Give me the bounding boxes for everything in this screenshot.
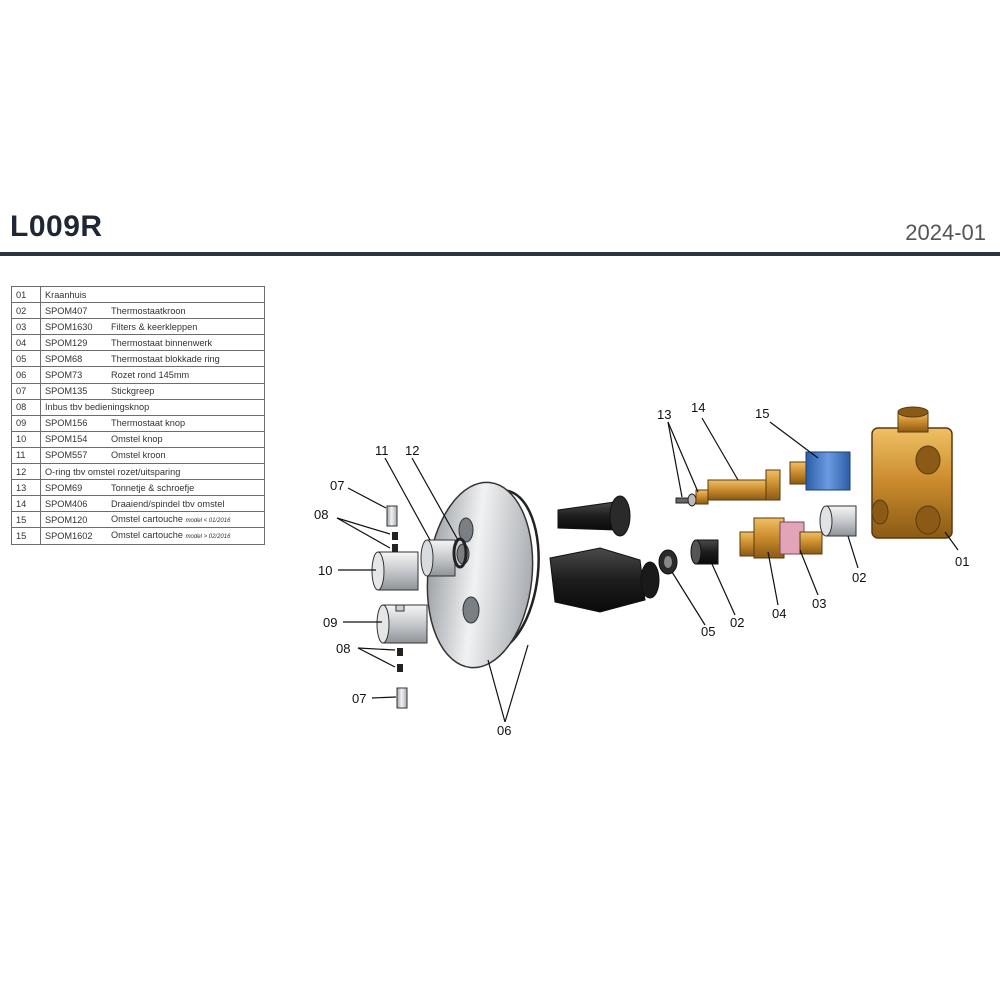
callout-15: 15 bbox=[755, 406, 769, 421]
valve-body bbox=[871, 406, 953, 539]
callout-03: 03 bbox=[812, 596, 826, 611]
callout-07-bottom: 07 bbox=[352, 691, 366, 706]
page-title: L009R bbox=[10, 210, 103, 243]
small-screw bbox=[675, 493, 697, 507]
part-description: Omstel kroon bbox=[111, 450, 166, 461]
hex-key-4 bbox=[397, 664, 403, 672]
part-model-note: model > 02/2016 bbox=[185, 533, 231, 540]
part-number: 15 bbox=[11, 527, 41, 545]
callout-04: 04 bbox=[772, 606, 786, 621]
callout-05: 05 bbox=[701, 624, 715, 639]
callout-labels: 07 08 10 11 12 09 08 07 06 13 14 15 05 0… bbox=[314, 400, 969, 738]
part-description: Rozet rond 145mm bbox=[111, 370, 190, 381]
diverter-cartridge bbox=[789, 451, 851, 491]
part-description: Stickgreep bbox=[111, 386, 155, 397]
part-model-note: model < 01/2016 bbox=[185, 517, 231, 524]
thermostat-crown bbox=[690, 539, 719, 565]
part-description: Thermostaat binnenwerk bbox=[111, 337, 213, 348]
callout-10: 10 bbox=[318, 563, 332, 578]
callout-14: 14 bbox=[691, 400, 705, 415]
header-rule bbox=[0, 252, 1000, 256]
part-description: Thermostaatkroon bbox=[111, 305, 186, 316]
diverter-knob bbox=[371, 551, 419, 591]
callout-08-bottom: 08 bbox=[336, 641, 350, 656]
black-sleeve bbox=[557, 495, 631, 537]
part-number: 13 bbox=[11, 479, 41, 497]
callout-02-left: 02 bbox=[730, 615, 744, 630]
thermostat-block bbox=[549, 547, 660, 613]
o-ring bbox=[452, 537, 468, 569]
part-description: Thermostaat knop bbox=[111, 418, 186, 429]
diverter-crown bbox=[420, 539, 456, 577]
blocking-ring bbox=[658, 549, 678, 575]
stick-handle-bottom bbox=[396, 687, 408, 709]
callout-09: 09 bbox=[323, 615, 337, 630]
part-description: Omstel cartouche bbox=[111, 513, 183, 524]
revision-date: 2024-01 bbox=[905, 220, 986, 245]
part-description: Tonnetje & schroefje bbox=[111, 482, 195, 493]
stick-handle-top bbox=[386, 505, 398, 527]
leader-lines bbox=[336, 417, 959, 723]
callout-07-top: 07 bbox=[330, 478, 344, 493]
part-description: Draaiend/spindel tbv omstel bbox=[111, 498, 225, 509]
hex-key-2 bbox=[392, 544, 398, 552]
callout-13: 13 bbox=[657, 407, 671, 422]
callout-08-top: 08 bbox=[314, 507, 328, 522]
callout-11: 11 bbox=[375, 443, 389, 458]
diverter-spindle bbox=[695, 469, 781, 505]
part-description: Filters & keerkleppen bbox=[111, 321, 198, 332]
callout-12: 12 bbox=[405, 443, 419, 458]
callout-06: 06 bbox=[497, 723, 511, 738]
part-description-cell: Omstel cartouche model > 02/2016 bbox=[107, 527, 265, 545]
thermostat-insert bbox=[739, 517, 823, 559]
part-description: Thermostaat blokkade ring bbox=[111, 353, 220, 364]
thermostat-knob bbox=[376, 604, 428, 644]
hex-key-1 bbox=[392, 532, 398, 540]
chrome-sleeve bbox=[819, 505, 857, 537]
part-code: SPOM1602 bbox=[40, 527, 107, 545]
callout-01: 01 bbox=[955, 554, 969, 569]
part-description: Omstel knop bbox=[111, 434, 163, 445]
part-description: Omstel cartouche bbox=[111, 529, 183, 540]
callout-02-right: 02 bbox=[852, 570, 866, 585]
hex-key-3 bbox=[397, 648, 403, 656]
